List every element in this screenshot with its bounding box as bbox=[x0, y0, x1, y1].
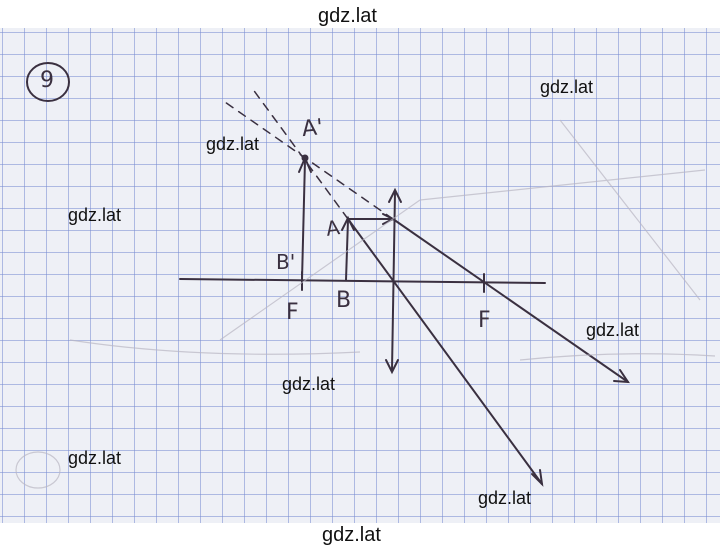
watermark-top: gdz.lat bbox=[318, 5, 377, 27]
extension-dashed-1 bbox=[221, 99, 394, 220]
lens-top-arrow bbox=[388, 187, 402, 203]
problem-number-circle bbox=[26, 62, 70, 102]
watermark-center-bottom: gdz.lat bbox=[282, 374, 336, 394]
label-a-prime: A' bbox=[300, 114, 325, 143]
extension-dashed-2 bbox=[251, 87, 349, 220]
image-arrow bbox=[301, 159, 306, 281]
ray-centre-arrowhead bbox=[531, 469, 544, 487]
ray-through-centre bbox=[347, 218, 543, 485]
object-arrow bbox=[345, 219, 349, 281]
label-b: B bbox=[336, 288, 352, 313]
label-a: A bbox=[324, 215, 342, 241]
grid-paper bbox=[0, 28, 720, 523]
watermark-upper-right: gdz.lat bbox=[540, 77, 594, 97]
ray-refracted-arrowhead bbox=[613, 369, 630, 384]
label-focus-right: F bbox=[478, 308, 491, 333]
watermark-left-bottom: gdz.lat bbox=[68, 448, 122, 468]
watermark-near-a-prime: gdz.lat bbox=[206, 134, 260, 154]
top-watermark-band bbox=[0, 0, 720, 28]
lens-bottom-arrow bbox=[385, 359, 399, 375]
watermark-right-bottom: gdz.lat bbox=[478, 488, 532, 508]
optical-axis bbox=[179, 278, 546, 284]
watermark-left-middle: gdz.lat bbox=[68, 205, 122, 225]
label-b-prime: B' bbox=[276, 250, 296, 274]
watermark-right-middle: gdz.lat bbox=[586, 320, 640, 340]
watermark-bottom: gdz.lat bbox=[320, 524, 383, 546]
problem-number: 9 bbox=[40, 68, 54, 93]
ray-refracted-focus bbox=[392, 218, 629, 383]
label-focus-left: F bbox=[286, 300, 299, 325]
